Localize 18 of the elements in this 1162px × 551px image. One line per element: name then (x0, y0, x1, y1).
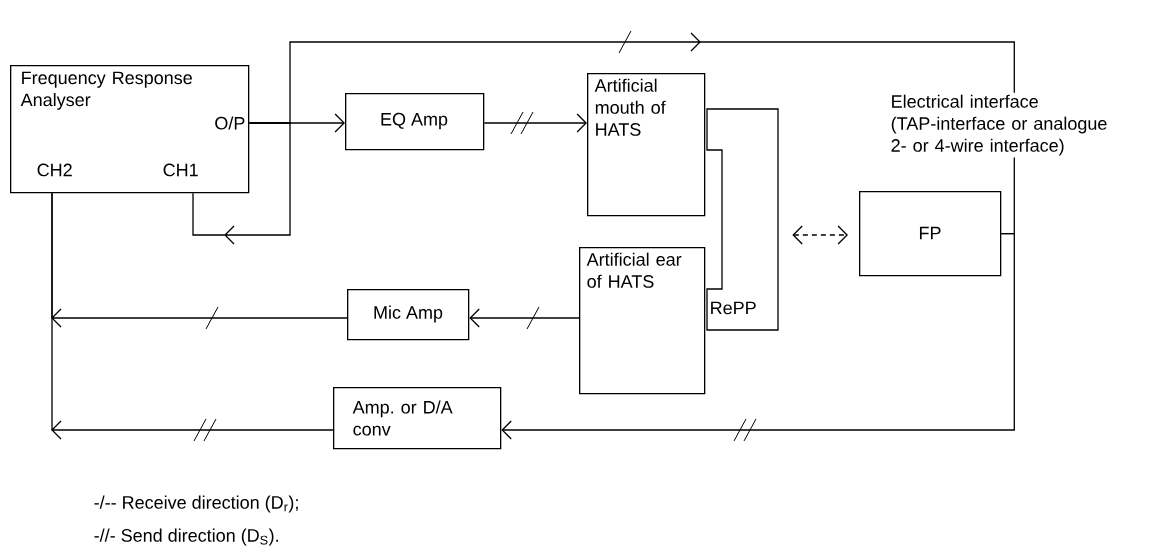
process-box: Frequency Response Analyser O/P CH2 CH1 (10, 65, 250, 194)
process-box: EQ Amp (345, 93, 485, 151)
legend-text: -/-- Receive direction (D$_{r}$); (94, 495, 298, 513)
process-box: Artificial mouth of HATS (587, 73, 706, 217)
process-box: FP (859, 191, 1002, 277)
arrow (51, 192, 334, 440)
arrow (192, 122, 291, 245)
arrow (501, 233, 1015, 440)
arrow (483, 113, 587, 133)
process-box: Amp. or D/A conv (333, 387, 502, 450)
arrow (792, 225, 848, 245)
arrow (248, 32, 1015, 235)
interface-label: Electrical interface (TAP-interface or analogue 2- or 4-wire interface) (888, 92, 1129, 158)
arrow (469, 308, 580, 328)
bracket-box: RePP (706, 108, 779, 331)
legend-text: -//- Send direction (D$_{S}$). (94, 528, 278, 546)
process-box: Artificial ear of HATS (579, 247, 706, 395)
process-box: Mic Amp (347, 289, 470, 341)
